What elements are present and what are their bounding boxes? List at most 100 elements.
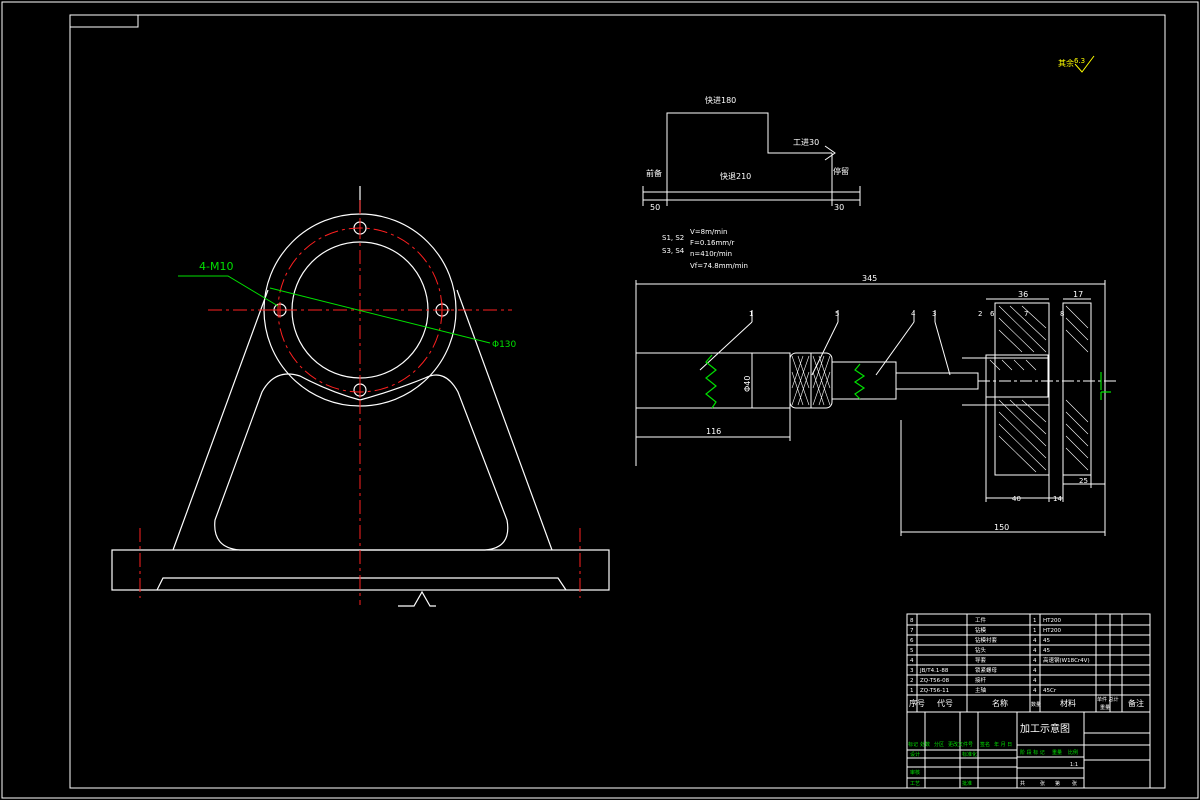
bom-code-7: ZQ-T56-11 [920, 688, 949, 694]
bom-no-2: 6 [910, 638, 914, 644]
cycle-start: 前备 [646, 168, 662, 178]
bom-header-no: 序号 [909, 698, 925, 708]
dim-length-150: 150 [994, 523, 1009, 532]
bom-qty-6: 4 [1033, 678, 1037, 684]
stage-label: 阶 段 标 记 [1020, 749, 1045, 756]
dim-length-14: 14 [1053, 495, 1062, 503]
bom-qty-1: 1 [1033, 628, 1037, 634]
tool-assembly: 345 36 17 Φ40 116 40 14 25 150 1 5 4 3 2… [635, 274, 1118, 536]
bom-name-6: 接杆 [975, 676, 987, 684]
cycle-dim-left: 50 [650, 203, 660, 212]
sheet-total-unit: 张 [1040, 780, 1045, 787]
standard-label: 标准化 [962, 751, 977, 758]
param-row4-value: Vf=74.8mm/min [690, 262, 748, 270]
bom-name-7: 主轴 [975, 686, 987, 694]
bom-no-5: 3 [910, 668, 914, 674]
roughness-prefix: 其余 [1058, 58, 1074, 68]
cycle-dim-right: 30 [834, 203, 844, 212]
param-row3-value: n=410r/min [690, 250, 732, 258]
callout-1: 1 [749, 310, 753, 318]
bom-no-4: 4 [910, 658, 914, 664]
change-mark-5: 年 月 日 [994, 741, 1012, 748]
bom-mat-0: HT200 [1043, 618, 1061, 624]
bom-no-1: 7 [910, 628, 914, 634]
part-view: 4-M10 Φ130 [111, 186, 610, 607]
cycle-rapid-return: 快退210 [720, 171, 751, 181]
approve-label: 批准 [962, 780, 972, 787]
bom-qty-3: 4 [1033, 648, 1037, 654]
bom-mat-7: 45Cr [1043, 688, 1057, 694]
sheet-index-unit: 张 [1072, 780, 1077, 787]
bom-name-3: 钻头 [975, 646, 987, 654]
param-row1-value: V=8m/min [690, 228, 728, 236]
callout-8: 8 [1060, 310, 1064, 318]
weight-label: 重量 [1052, 749, 1062, 756]
bom-header-remark: 备注 [1128, 698, 1144, 708]
scale-value: 1:1 [1070, 762, 1078, 768]
dim-length-25: 25 [1079, 477, 1088, 485]
circle-label: Φ130 [492, 340, 517, 350]
dim-width-36: 36 [1018, 290, 1028, 299]
dim-length-116: 116 [706, 427, 721, 436]
bom-header-weight-sub: 重量 [1100, 704, 1110, 711]
cycle-work-feed: 工进30 [793, 138, 819, 147]
bom-code-5: JB/T4.1-88 [919, 668, 949, 674]
bom-code-6: ZQ-T56-08 [920, 678, 950, 684]
dim-overall: 345 [862, 274, 877, 283]
bom-name-0: 工件 [975, 616, 987, 624]
bom-header-name: 名称 [992, 698, 1008, 708]
param-row2-label: S3, S4 [662, 247, 685, 255]
bom-no-6: 2 [910, 678, 914, 684]
cycle-stop: 停留 [833, 166, 849, 176]
change-mark-3: 更改文件号 [948, 741, 973, 748]
role-design: 设计 [910, 751, 920, 758]
bom-header-code: 代号 [937, 698, 953, 708]
change-mark-2: 分区 [934, 741, 944, 748]
bom-header-weight: 单件 总计 [1097, 696, 1119, 703]
dim-length-40: 40 [1012, 495, 1021, 503]
callout-5: 5 [835, 310, 839, 318]
param-row1-label: S1, S2 [662, 234, 684, 242]
bom-name-2: 钻模衬套 [975, 636, 998, 644]
change-mark-4: 签名 [980, 741, 990, 748]
title-block: 8 工件 1 HT200 7 钻模 1 HT200 6 钻模衬套 4 45 5 … [906, 613, 1151, 789]
dim-width-17: 17 [1073, 290, 1083, 299]
bom-header-material: 材料 [1060, 698, 1076, 708]
callout-3: 3 [932, 310, 936, 318]
hole-label: 4-M10 [199, 260, 233, 273]
bom-no-7: 1 [910, 688, 914, 694]
roughness-value: 6.3 [1074, 57, 1085, 65]
role-review: 审核 [910, 769, 920, 776]
bom-mat-3: 45 [1043, 648, 1050, 654]
bom-no-0: 8 [910, 618, 914, 624]
param-row2-value: F=0.16mm/r [690, 239, 734, 247]
callout-4: 4 [911, 310, 916, 318]
cycle-diagram: 快进180 工进30 快退210 前备 停留 50 30 [642, 95, 861, 212]
bom-mat-2: 45 [1043, 638, 1050, 644]
bom-header-qty: 数量 [1031, 701, 1041, 708]
callout-7: 7 [1024, 310, 1028, 318]
dim-diameter: Φ40 [743, 376, 752, 392]
bom-name-1: 钻模 [975, 626, 987, 634]
scale-label: 比例 [1068, 749, 1078, 756]
cycle-rapid-top: 快进180 [705, 95, 736, 105]
roughness-note: 其余 6.3 [1058, 55, 1095, 73]
callout-2: 2 [978, 310, 982, 318]
bom-mat-1: HT200 [1043, 628, 1061, 634]
bom-name-4: 导套 [975, 656, 987, 664]
bom-qty-2: 4 [1033, 638, 1037, 644]
drawing-title: 加工示意图 [1020, 722, 1070, 735]
bom-qty-5: 4 [1033, 668, 1037, 674]
bom-qty-7: 4 [1033, 688, 1037, 694]
change-mark-0: 标记 [908, 741, 918, 748]
change-mark-1: 处数 [920, 741, 930, 748]
sheet-total: 共 [1020, 780, 1025, 787]
bom-name-5: 锁紧螺母 [975, 666, 998, 674]
callout-6: 6 [990, 310, 995, 318]
role-process: 工艺 [910, 781, 920, 787]
cutting-params: S1, S2 V=8m/min S3, S4 F=0.16mm/r n=410r… [662, 228, 748, 270]
roughness-icon [1074, 55, 1095, 73]
bom-mat-4: 高速钢(W18Cr4V) [1043, 656, 1090, 664]
